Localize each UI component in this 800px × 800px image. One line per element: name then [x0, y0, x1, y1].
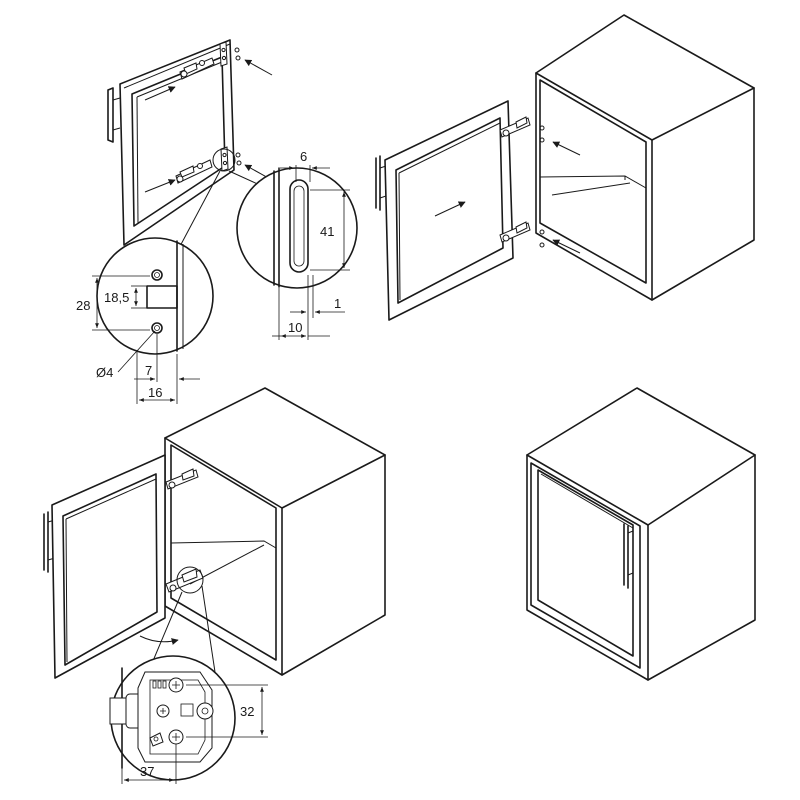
step2-cabinet-door-attach [375, 14, 755, 321]
detail-mounting-plate: 32 37 [109, 655, 268, 784]
door-step2 [375, 100, 514, 321]
detail-recess: 28 18,5 Ø4 7 16 [76, 237, 214, 404]
rotation-arrow [139, 635, 179, 645]
insert-arrow-bottom [144, 179, 176, 193]
dim-hole-offset: 7 [145, 363, 152, 378]
callout-leader-step3-2 [201, 585, 216, 673]
dim-hole-diameter: Ø4 [96, 365, 113, 380]
adjustment-marks [152, 680, 167, 689]
door-handle-step4 [623, 523, 634, 589]
plate-square-slot [180, 703, 194, 717]
mounting-plate-bottom [220, 146, 242, 172]
dim-recess-depth: 16 [148, 385, 162, 400]
step4-cabinet-closed [526, 387, 756, 681]
dim-slot-edge-offset: 1 [334, 296, 341, 311]
dim-slot-width: 6 [300, 149, 307, 164]
callout-leader-1 [177, 170, 221, 251]
plate-clip [149, 732, 164, 747]
detail-circle-slot [236, 167, 358, 289]
step3-cabinet-open-door [43, 387, 386, 679]
dim-slot-height: 41 [320, 224, 334, 239]
screw-hole-bottom [151, 322, 163, 334]
mounting-plate-top [219, 41, 241, 67]
mounting-slot [289, 179, 309, 273]
cabinet-body-step2 [535, 14, 755, 301]
detail-slot: 6 41 1 10 [236, 149, 358, 340]
adjust-cam [196, 702, 214, 720]
door-step4 [530, 462, 641, 669]
insert-arrow-top [144, 86, 176, 101]
dim-recess-height: 18,5 [104, 290, 129, 305]
door-step3 [43, 454, 166, 679]
cabinet-body-step4 [526, 387, 756, 681]
door-hinge-top [179, 57, 215, 80]
callout-marker-step3 [176, 566, 204, 594]
dim-slot-center-offset: 10 [288, 320, 302, 335]
door-handle [107, 87, 121, 143]
dim-hole-spacing: 28 [76, 298, 90, 313]
glass-door-frame [119, 39, 235, 246]
callout-leader-step3-1 [149, 591, 183, 669]
callout-marker [212, 148, 236, 172]
screw-hole-top [151, 269, 163, 281]
step1-door-assembly [107, 39, 273, 251]
screw-arrow-step2-bottom [552, 239, 581, 254]
dim-plate-setback: 37 [140, 764, 154, 779]
hinge-arm-edge [109, 697, 127, 725]
hinges-step2 [499, 116, 545, 248]
door-hinge-bottom [175, 159, 213, 184]
dim-plate-spacing: 32 [240, 704, 254, 719]
screw-arrow-step2-top [552, 141, 581, 156]
hinge-recess [146, 285, 178, 309]
screw-arrow-top [244, 59, 273, 76]
cabinet-body-step3 [164, 387, 386, 676]
